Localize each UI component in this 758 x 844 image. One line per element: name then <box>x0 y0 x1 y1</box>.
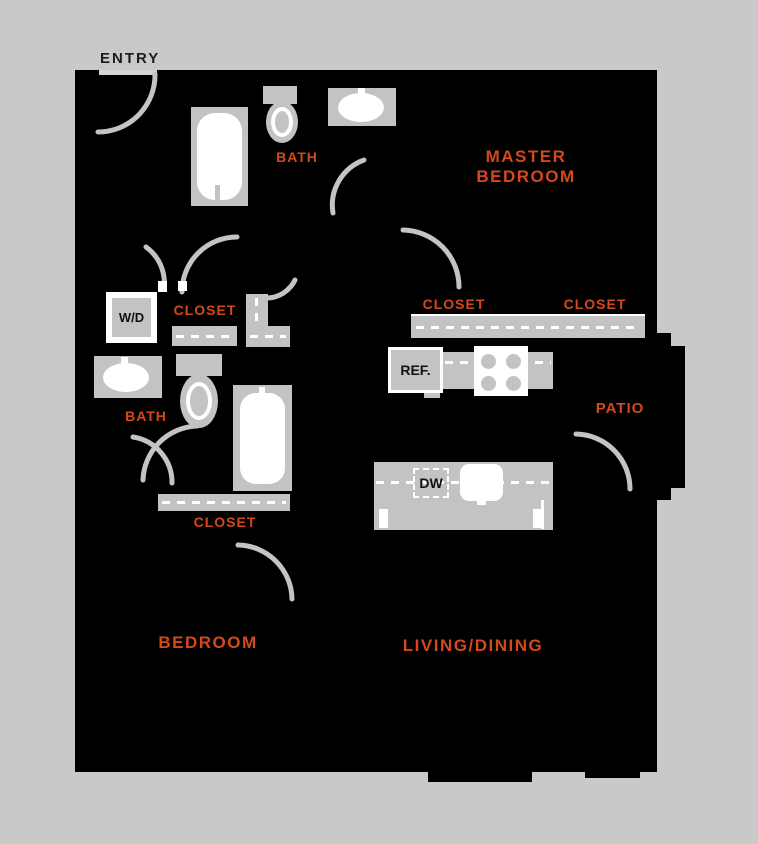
sink-upper-faucet <box>358 88 365 97</box>
stove-burner <box>481 354 496 369</box>
bar-end-line <box>541 500 544 529</box>
patio-slab-edge <box>671 346 685 488</box>
closet-rod-line-h <box>250 335 286 338</box>
hall-closet-shelf <box>172 326 237 346</box>
closet-master-right-label: CLOSET <box>563 296 627 312</box>
toilet-upper-ring <box>271 107 293 137</box>
wall-tab-bottom-right <box>585 772 640 778</box>
bedroom-closet-shelf <box>158 494 290 511</box>
dishwasher-label: DW <box>419 475 443 491</box>
sink-lower-faucet <box>121 357 128 366</box>
door-jamb-mark-2 <box>178 281 187 291</box>
master-bedroom-label: MASTER BEDROOM <box>476 147 575 187</box>
stove-burner <box>506 376 521 391</box>
master-bedroom-label-line1: MASTER <box>485 147 567 166</box>
washer-dryer-inner: W/D <box>112 298 151 337</box>
patio-label: PATIO <box>595 400 645 417</box>
entry-label: ENTRY <box>100 50 161 67</box>
breakfast-bar <box>374 508 553 530</box>
closet-rod-line <box>416 326 640 329</box>
refrigerator-label: REF. <box>400 362 431 378</box>
bathtub-upper-faucet <box>215 185 220 200</box>
closet-rod-line <box>162 501 286 504</box>
master-closet-shelf <box>411 314 645 338</box>
patio-slab <box>653 333 671 500</box>
bathtub-lower-basin <box>240 393 285 484</box>
stove <box>474 346 528 396</box>
wall-tab-bottom-left <box>428 772 532 782</box>
door-jamb-mark-1 <box>158 281 167 292</box>
dishwasher-box: DW <box>413 468 449 498</box>
kitchen-sink-faucet <box>477 487 486 505</box>
closet-master-left-label: CLOSET <box>422 296 486 312</box>
bar-post-left <box>379 509 388 528</box>
closet-hall-label: CLOSET <box>173 302 237 318</box>
bathtub-lower-faucet <box>259 387 265 402</box>
closet-rod-line-v <box>255 298 258 343</box>
sink-lower-basin <box>103 363 149 392</box>
entry-opening <box>99 70 157 75</box>
toilet-upper-tank <box>263 86 297 104</box>
toilet-lower-ring <box>186 382 212 420</box>
closet-bedroom-label: CLOSET <box>193 514 257 530</box>
bar-post-right <box>533 509 543 528</box>
master-bedroom-label-line2: BEDROOM <box>476 167 576 186</box>
living-dining-label: LIVING/DINING <box>402 636 544 655</box>
bath-lower-label: BATH <box>125 408 167 424</box>
bath-upper-label: BATH <box>276 149 318 165</box>
refrigerator-box: REF. <box>388 347 443 393</box>
stove-burner <box>481 376 496 391</box>
toilet-lower-tank <box>176 354 222 376</box>
bedroom-label: BEDROOM <box>158 633 258 652</box>
washer-dryer-label: W/D <box>118 310 145 325</box>
closet-rod-line <box>176 335 233 338</box>
l-closet-horizontal <box>246 326 290 347</box>
sink-upper-basin <box>338 93 384 122</box>
refrigerator-tab <box>424 393 440 398</box>
stove-burner <box>506 354 521 369</box>
